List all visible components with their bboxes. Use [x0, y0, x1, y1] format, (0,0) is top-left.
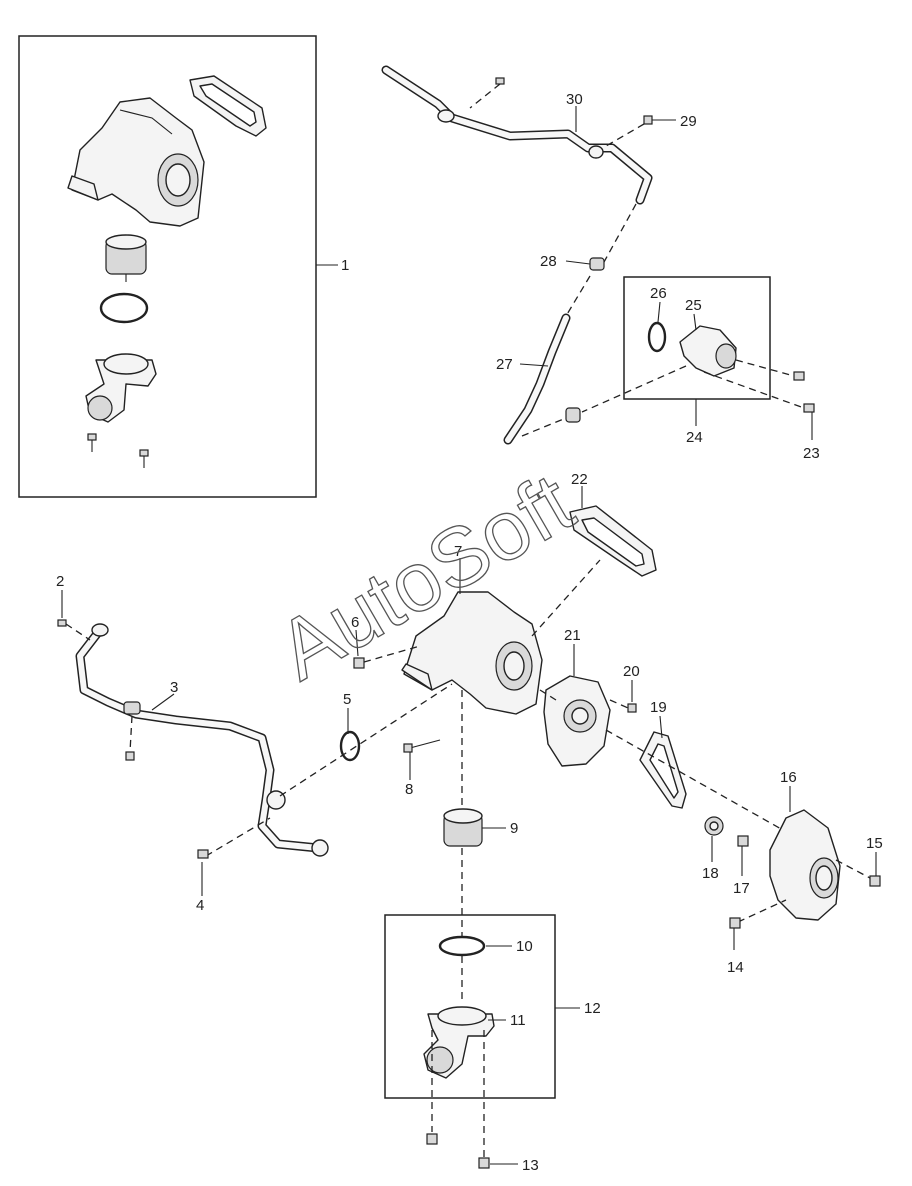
callout-23: 23: [803, 445, 820, 462]
callout-14: 14: [727, 959, 744, 976]
callout-8: 8: [405, 781, 413, 798]
assembly-path: [279, 683, 453, 797]
callout-3: 3: [170, 679, 178, 696]
bolt: [869, 875, 881, 887]
water-pipe: [75, 623, 329, 857]
water-inlet-fitting: [85, 353, 157, 423]
bolt: [478, 1157, 490, 1169]
thermostat: [105, 234, 147, 282]
callout-11: 11: [510, 1012, 526, 1029]
bolt: [729, 917, 741, 950]
callout-15: 15: [866, 835, 883, 852]
assembly-1-box: [18, 35, 317, 498]
callout-12: 12: [584, 1000, 601, 1017]
callout-28: 28: [540, 253, 557, 270]
bolt: [609, 699, 637, 713]
callout-24: 24: [686, 429, 703, 446]
assembly-path: [581, 365, 687, 413]
callout-21: 21: [564, 627, 581, 644]
callout-4: 4: [196, 897, 204, 914]
assembly-path: [735, 359, 795, 377]
seal-washer: [704, 816, 724, 836]
water-inlet-fitting: [423, 1006, 495, 1079]
hose-clamp: [589, 257, 605, 271]
bolt: [197, 849, 209, 859]
bolt: [426, 1133, 438, 1145]
callout-5: 5: [343, 691, 351, 708]
water-outlet-fitting: [679, 325, 737, 377]
assembly-path: [835, 859, 871, 879]
assembly-path: [737, 899, 787, 923]
leader-lines: [61, 106, 877, 1165]
assembly-path: [205, 817, 271, 857]
bolt: [139, 449, 149, 468]
callout-17: 17: [733, 880, 750, 897]
callout-9: 9: [510, 820, 518, 837]
assembly-path: [531, 559, 601, 637]
callout-26: 26: [650, 285, 667, 302]
thermostat-housing-assembly: [67, 97, 205, 227]
callout-6: 6: [351, 614, 359, 631]
pump-gasket: [639, 731, 687, 809]
o-ring: [438, 935, 486, 957]
o-ring: [99, 292, 149, 324]
gasket: [189, 75, 267, 137]
assembly-path: [605, 729, 791, 835]
hose-clamp: [565, 407, 581, 423]
callout-30: 30: [566, 91, 583, 108]
gasket: [569, 505, 657, 577]
assembly-12-box: [384, 914, 556, 1099]
bolt: [403, 739, 441, 753]
assembly-path: [521, 417, 567, 437]
callout-27: 27: [496, 356, 513, 373]
water-pump-pulley-housing: [769, 809, 841, 921]
assembly-path: [565, 275, 591, 317]
assembly-path: [603, 203, 637, 263]
callout-13: 13: [522, 1157, 539, 1174]
water-pump: [543, 675, 611, 767]
callout-10: 10: [516, 938, 533, 955]
callout-labels: 1 2 3 4 5 6 7 8 9 10 11 12 13 14 15 16 1…: [56, 91, 883, 1174]
callout-19: 19: [650, 699, 667, 716]
assembly-path: [539, 689, 557, 701]
o-ring: [647, 321, 667, 353]
callout-16: 16: [780, 769, 797, 786]
bolt: [353, 645, 421, 669]
callout-20: 20: [623, 663, 640, 680]
bypass-pipe: [381, 65, 653, 205]
bolt: [803, 403, 815, 413]
bolt: [793, 371, 805, 381]
coolant-hose: [503, 313, 571, 445]
callout-2: 2: [56, 573, 64, 590]
bolt: [57, 619, 91, 641]
bolt: [125, 715, 135, 761]
bolt: [737, 835, 749, 847]
o-ring: [339, 730, 361, 762]
callout-22: 22: [571, 471, 588, 488]
thermostat-housing: [401, 591, 543, 715]
callout-18: 18: [702, 865, 719, 882]
assembly-24-box: [623, 276, 771, 400]
thermostat: [443, 808, 483, 847]
bolt: [605, 115, 653, 147]
assembly-path: [703, 371, 805, 409]
callout-29: 29: [680, 113, 697, 130]
callout-1: 1: [341, 257, 349, 274]
bolt: [469, 77, 505, 109]
callout-25: 25: [685, 297, 702, 314]
callout-7: 7: [454, 543, 462, 560]
bolt: [87, 433, 97, 452]
